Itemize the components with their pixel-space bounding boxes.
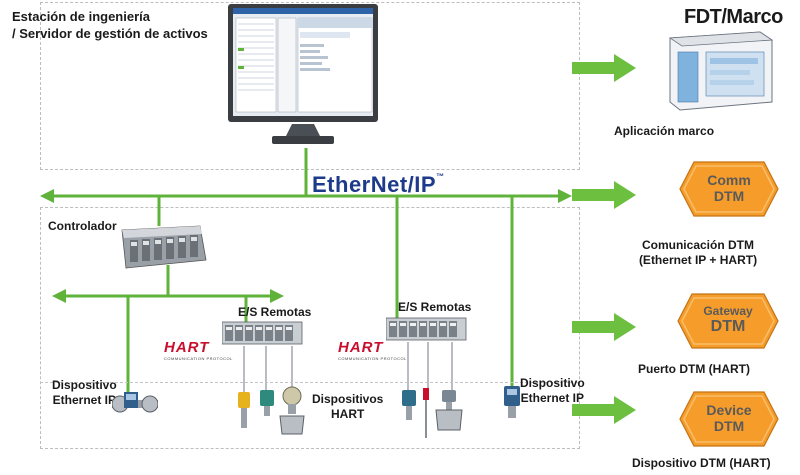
engineering-monitor	[228, 4, 378, 146]
eth-device-left-icon	[112, 392, 158, 413]
arrow-frame	[572, 54, 636, 82]
eth-device-right-label: Dispositivo Ethernet IP	[520, 376, 585, 405]
ethernet-ip-logo: EtherNet/IP™	[312, 172, 445, 197]
frame-app-caption: Aplicación marco	[614, 124, 715, 138]
engineering-station-label: Estación de ingeniería / Servidor de ges…	[12, 9, 208, 41]
remote-io-2-icon	[386, 317, 467, 341]
backbone-right-arrow	[558, 189, 572, 203]
arrow-gateway	[572, 313, 636, 341]
comm-dtm-caption: Comunicación DTM (Ethernet IP + HART)	[638, 238, 758, 267]
arrow-device	[572, 396, 636, 424]
local-bus-left-arrow	[52, 289, 66, 303]
device-row-dashed	[40, 382, 578, 383]
device-dtm-badge	[679, 391, 779, 447]
arrow-comm	[572, 181, 636, 209]
hart-device-group-1-icon	[238, 386, 305, 435]
remote-io-2-label: E/S Remotas	[398, 300, 472, 314]
gateway-dtm-badge	[677, 293, 779, 349]
fdt-frame-app-icon	[668, 31, 774, 111]
device-dtm-badge-text: Device DTM	[706, 402, 752, 434]
hart-device-group-2-icon	[402, 388, 463, 438]
controller-label: Controlador	[48, 219, 117, 233]
hart-sub-2: COMMUNICATION PROTOCOL	[338, 356, 407, 361]
monitor-frame-icon	[228, 4, 378, 144]
controller-plc-icon	[121, 225, 207, 269]
gateway-dtm-caption: Puerto DTM (HART)	[638, 362, 750, 376]
eth-device-right-icon	[504, 386, 520, 418]
hart-logo-1: HART	[164, 339, 210, 356]
engineering-region	[40, 2, 580, 170]
hart-sub-1: COMMUNICATION PROTOCOL	[164, 356, 233, 361]
remote-io-1-label: E/S Remotas	[238, 305, 312, 319]
backbone-left-arrow	[40, 189, 54, 203]
hart-devices-label: Dispositivos HART	[312, 392, 384, 421]
local-bus-right-arrow	[270, 289, 284, 303]
gateway-dtm-badge-text: Gateway DTM	[703, 304, 753, 335]
comm-dtm-badge	[679, 161, 779, 217]
comm-dtm-badge-text: Comm DTM	[707, 172, 751, 204]
hart-logo-2: HART	[338, 339, 384, 356]
device-dtm-caption: Dispositivo DTM (HART)	[632, 456, 771, 470]
fdt-frame-title: FDT/Marco	[684, 6, 783, 28]
eth-device-left-label: Dispositivo Ethernet IP	[52, 378, 117, 407]
remote-io-1-icon	[222, 321, 303, 345]
